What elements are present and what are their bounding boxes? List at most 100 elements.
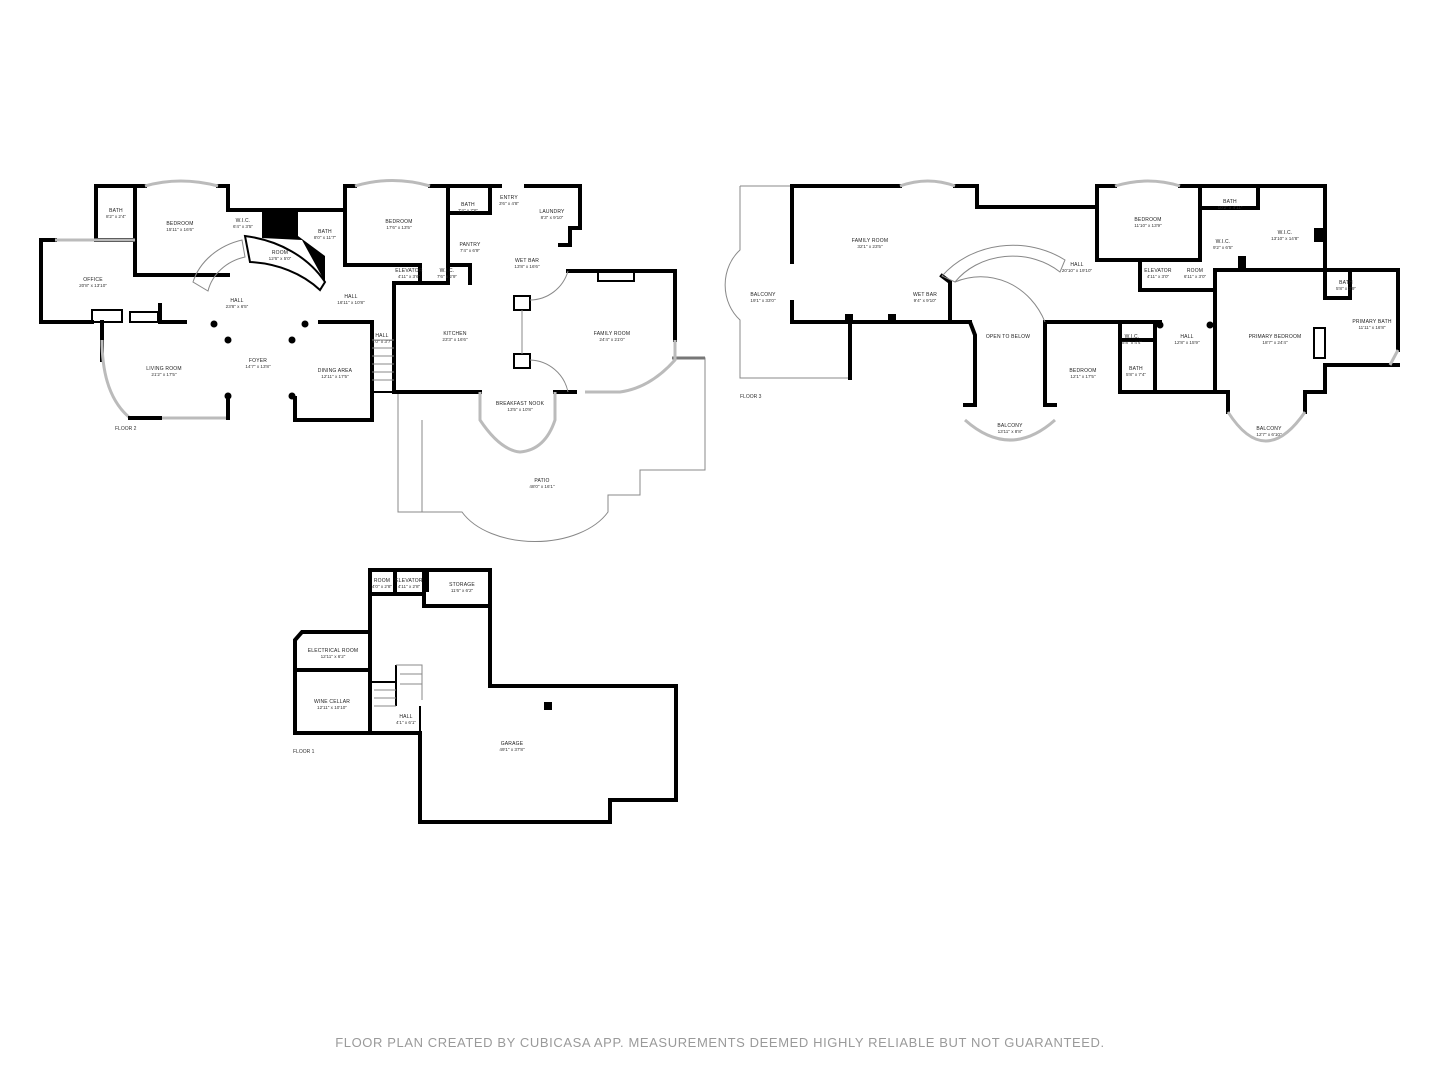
room-dimensions: 12'11" x 17'5" (321, 374, 349, 379)
room-name: PATIO (534, 478, 549, 484)
room-dimensions: 18'7" x 24'4" (1262, 340, 1288, 345)
room-name: ELEVATOR (395, 268, 423, 274)
room-name: PRIMARY BATH (1352, 319, 1392, 325)
room-dimensions: 4'11" x 2'8" (398, 584, 421, 589)
room-name: HALL (375, 333, 388, 339)
room-dimensions: 20'8" x 13'10" (79, 283, 107, 288)
room-name: BATH (1129, 366, 1143, 372)
room-dimensions: 20'10" x 19'10" (1062, 268, 1093, 273)
floor-label: FLOOR 3 (740, 394, 762, 400)
room-name: HALL (399, 714, 412, 720)
room-dimensions: 5'8" x 7'4" (1126, 372, 1146, 377)
room-name: WINE CELLAR (314, 699, 350, 705)
room-name: PANTRY (459, 242, 480, 248)
room-dimensions: 6'4" x 3'5" (233, 224, 253, 229)
room-dimensions: 17'6" x 13'5" (386, 225, 412, 230)
room-name: KITCHEN (443, 331, 467, 337)
room-dimensions: 11'10" x 13'9" (1134, 223, 1162, 228)
room-dimensions: 13'10" x 14'8" (1271, 236, 1299, 241)
room-dimensions: 49'1" x 37'8" (499, 747, 525, 752)
room-name: LAUNDRY (539, 209, 565, 215)
room-dimensions: 12'11" x 6'2" (321, 654, 346, 659)
room-name: BATH (318, 229, 332, 235)
room-dimensions: 7'6" x 2'9" (437, 274, 457, 279)
room-name: ELEVATOR (1144, 268, 1172, 274)
room-name: ENTRY (500, 195, 518, 201)
room-dimensions: 16'11" x 10'8" (337, 300, 365, 305)
room-name: ELEVATOR (395, 578, 423, 584)
room-name: BEDROOM (385, 219, 412, 225)
room-name: HALL (344, 294, 357, 300)
room-name: ROOM (374, 578, 390, 584)
room-name: ELECTRICAL ROOM (308, 648, 359, 654)
room-dimensions: 7'4" x 6'9" (460, 248, 480, 253)
room-name: OPEN TO BELOW (986, 334, 1030, 340)
room-dimensions: 4'0" x 3'7" (372, 339, 392, 344)
room-dimensions: 12'7" x 6'10" (1256, 432, 1282, 437)
room-name: HALL (230, 298, 243, 304)
room-dimensions: 21'2" x 17'5" (151, 372, 177, 377)
room-name: GARAGE (501, 741, 524, 747)
room-dimensions: 14'7" x 13'8" (245, 364, 271, 369)
room-dimensions: 10'2" x 4'11" (1218, 205, 1243, 210)
room-name: ROOM (1187, 268, 1203, 274)
room-name: DINING AREA (318, 368, 353, 374)
room-dimensions: 4'0" x 2'8" (372, 584, 392, 589)
room-dimensions: 13'8" x 16'6" (514, 264, 540, 269)
room-name: W.I.C. (1125, 334, 1140, 340)
room-dimensions: 4'11" x 3'6" (398, 274, 421, 279)
room-name: LIVING ROOM (146, 366, 182, 372)
room-dimensions: 15'11" x 16'6" (166, 227, 194, 232)
room-dimensions: 9'2" x 6'5" (1213, 245, 1233, 250)
room-name: FOYER (249, 358, 267, 364)
room-name: OFFICE (83, 277, 103, 283)
disclaimer-footer: FLOOR PLAN CREATED BY CUBICASA APP. MEAS… (335, 1035, 1105, 1050)
room-name: ROOM (272, 250, 288, 256)
room-dimensions: 9'4" x 9'10" (914, 298, 937, 303)
room-name: BATH (461, 202, 475, 208)
room-dimensions: 6'11" x 3'0" (1184, 274, 1207, 279)
room-name: WET BAR (515, 258, 539, 264)
room-name: HALL (1070, 262, 1083, 268)
room-dimensions: 8'2" x 2'4" (106, 214, 126, 219)
floor-label: FLOOR 1 (293, 749, 315, 755)
room-dimensions: 13'5" x 10'8" (507, 407, 533, 412)
room-dimensions: 12'1" x 17'5" (1070, 374, 1096, 379)
room-dimensions: 4'1" x 6'1" (396, 720, 416, 725)
floor-3-plan (724, 179, 1400, 443)
room-name: PRIMARY BEDROOM (1249, 334, 1302, 340)
floor-1-plan (293, 568, 678, 824)
room-name: W.I.C. (236, 218, 251, 224)
room-dimensions: 4'11" x 3'0" (1147, 274, 1170, 279)
room-name: BEDROOM (166, 221, 193, 227)
room-dimensions: 48'0" x 16'1" (529, 484, 555, 489)
room-name: W.I.C. (1278, 230, 1293, 236)
room-name: BEDROOM (1134, 217, 1161, 223)
room-name: WET BAR (913, 292, 937, 298)
room-name: BREAKFAST NOOK (496, 401, 545, 407)
room-dimensions: 32'1" x 23'5" (857, 244, 883, 249)
room-name: BEDROOM (1069, 368, 1096, 374)
room-name: BALCONY (997, 423, 1023, 429)
room-name: BALCONY (750, 292, 776, 298)
room-dimensions: 3'6" x 4'8" (499, 201, 519, 206)
room-dimensions: 12'11" x 10'10" (317, 705, 347, 710)
room-dimensions: 8'0" x 11'7" (314, 235, 337, 240)
floor-2-plan (39, 179, 706, 542)
room-dimensions: 7'4" x 7'6" (458, 208, 478, 213)
room-name: BATH (1223, 199, 1237, 205)
room-name: BATH (1339, 280, 1353, 286)
room-dimensions: 23'3" x 16'6" (442, 337, 468, 342)
room-name: BALCONY (1256, 426, 1282, 432)
room-dimensions: 11'11" x 16'8" (1358, 325, 1385, 330)
room-name: STORAGE (449, 582, 475, 588)
room-name: BATH (109, 208, 123, 214)
room-dimensions: 12'6" x 5'0" (269, 256, 292, 261)
room-name: FAMILY ROOM (852, 238, 888, 244)
room-name: W.I.C. (1216, 239, 1231, 245)
room-dimensions: 8'3" x 9'10" (541, 215, 564, 220)
